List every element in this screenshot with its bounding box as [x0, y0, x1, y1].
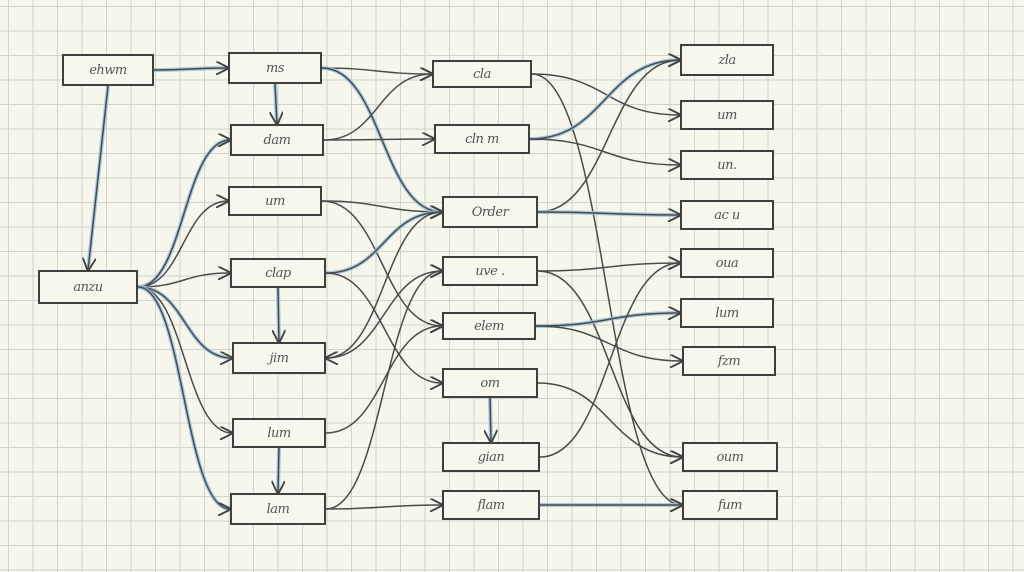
edge-d6-d7	[490, 397, 491, 442]
flow-node-d4[interactable]: uve .	[442, 256, 538, 286]
edge-d1-e9	[531, 73, 682, 505]
edge-c3-d5	[321, 200, 442, 326]
flow-node-e7[interactable]: fzm	[682, 346, 776, 376]
edge-c7-d4	[325, 271, 442, 510]
edge-n2-c3	[137, 201, 228, 288]
flow-node-e5[interactable]: oua	[680, 248, 774, 278]
node-label: zla	[718, 52, 736, 68]
edge-c2-d1	[323, 74, 432, 141]
node-label: clap	[265, 265, 291, 281]
flow-node-n1[interactable]: ehwm	[62, 54, 154, 86]
edge-c1-d1	[321, 68, 432, 74]
edge-c3-d3	[321, 200, 442, 212]
node-label: fum	[717, 497, 743, 513]
edge-n1-n2	[88, 85, 109, 270]
flow-node-d6[interactable]: om	[442, 368, 538, 398]
node-label: jim	[269, 350, 289, 366]
edge-c5-d4	[325, 271, 442, 359]
flow-node-c5[interactable]: jim	[232, 342, 326, 374]
flow-node-d1[interactable]: cla	[432, 60, 532, 88]
edge-c6-c7	[278, 447, 279, 493]
node-label: dam	[263, 132, 291, 148]
flow-node-c3[interactable]: um	[228, 186, 322, 216]
flow-node-d5[interactable]: elem	[442, 312, 536, 340]
edge-d7-e5	[539, 263, 680, 458]
node-label: ehwm	[89, 62, 127, 78]
node-label: elem	[474, 318, 504, 334]
flow-node-d2[interactable]: cln m	[434, 124, 530, 154]
node-label: lum	[267, 425, 291, 441]
flow-node-e4[interactable]: ac u	[680, 200, 774, 230]
flow-node-e8[interactable]: oum	[682, 442, 778, 472]
edge-n2-c5	[137, 286, 232, 358]
flow-node-c4[interactable]: clap	[230, 258, 326, 288]
edge-d5-e6	[535, 313, 680, 327]
flow-node-d8[interactable]: flam	[442, 490, 540, 520]
node-label: un.	[717, 157, 737, 173]
edge-c1-c2	[275, 83, 277, 124]
node-label: lam	[266, 501, 290, 517]
flow-node-c2[interactable]: dam	[230, 124, 324, 156]
edge-d4-e8	[537, 270, 682, 457]
node-label: um	[717, 107, 737, 123]
edge-d5-e7	[535, 325, 682, 361]
flow-node-c1[interactable]: ms	[228, 52, 322, 84]
edge-n2-c7	[137, 286, 230, 509]
edge-d6-e8	[537, 382, 682, 457]
node-label: oua	[715, 255, 739, 271]
edge-d2-e1	[529, 60, 680, 140]
node-label: ms	[266, 60, 285, 76]
edge-c7-d8	[325, 505, 442, 509]
flow-node-n2[interactable]: anzu	[38, 270, 138, 304]
node-label: flam	[477, 497, 505, 513]
edge-c6-d5	[325, 326, 442, 434]
node-label: anzu	[73, 279, 103, 295]
node-label: lum	[715, 305, 739, 321]
edge-c4-d6	[325, 272, 442, 383]
node-label: cln m	[465, 131, 499, 147]
flow-node-e1[interactable]: zla	[680, 44, 774, 76]
node-label: om	[480, 375, 500, 391]
edge-d4-e5	[537, 263, 680, 272]
edge-n2-c6	[137, 286, 232, 433]
edge-d1-e2	[531, 73, 680, 115]
node-label: um	[265, 193, 285, 209]
node-label: Order	[471, 204, 509, 220]
edge-n1-c1	[153, 68, 228, 70]
node-label: oum	[716, 449, 744, 465]
edge-c4-d3	[325, 212, 442, 274]
flow-node-d7[interactable]: gian	[442, 442, 540, 472]
flow-node-e2[interactable]: um	[680, 100, 774, 130]
node-label: fzm	[717, 353, 741, 369]
flow-node-e6[interactable]: lum	[680, 298, 774, 328]
edge-c4-c5	[278, 287, 279, 342]
flow-node-e3[interactable]: un.	[680, 150, 774, 180]
flow-node-c7[interactable]: lam	[230, 493, 326, 525]
edge-c2-d2	[323, 139, 434, 140]
flow-node-e9[interactable]: fum	[682, 490, 778, 520]
node-label: ac u	[714, 207, 740, 223]
node-label: uve .	[475, 263, 505, 279]
edge-d3-e1	[537, 60, 680, 213]
edge-n2-c2	[137, 140, 230, 288]
edge-d3-c5	[326, 211, 443, 358]
node-label: cla	[473, 66, 491, 82]
flow-node-d3[interactable]: Order	[442, 196, 538, 228]
node-label: gian	[477, 449, 505, 465]
edge-d3-e4	[537, 212, 680, 215]
edge-d2-e3	[529, 138, 680, 165]
edge-n2-c4	[137, 273, 230, 288]
flow-node-c6[interactable]: lum	[232, 418, 326, 448]
